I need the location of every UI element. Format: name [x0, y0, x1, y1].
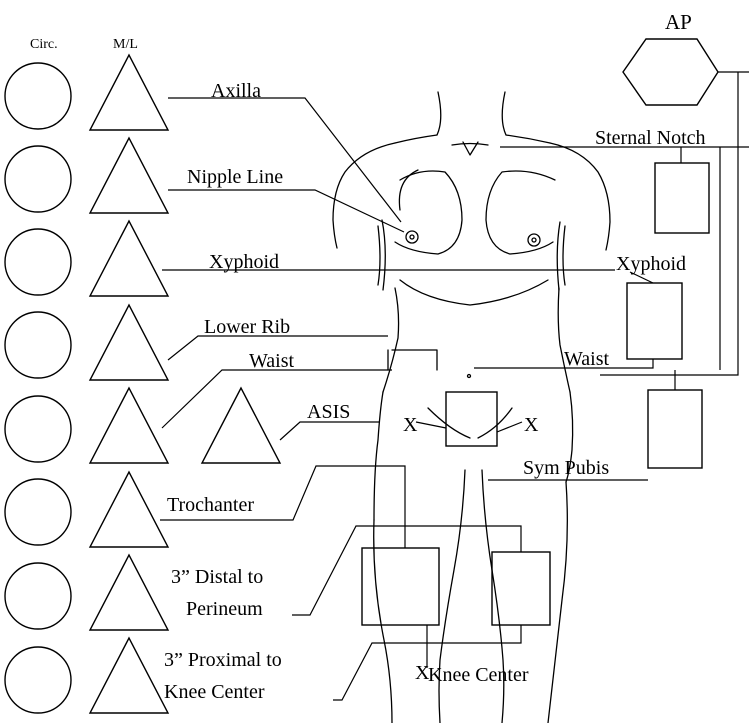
label-distal-line2: Perineum: [186, 598, 263, 620]
circ-header: Circ.: [30, 37, 58, 52]
trapezius-left: [395, 135, 437, 143]
ml-triangle-axilla: [90, 55, 168, 130]
ml-triangle-nipple-line: [90, 138, 168, 213]
leader-distal-perineum: [292, 526, 521, 615]
ap-hexagon: [623, 39, 718, 105]
nipple-right: [528, 234, 540, 246]
ml-triangle-xyphoid: [90, 221, 168, 296]
circ-circle-waist: [5, 396, 71, 462]
arm-inner-left: [382, 220, 385, 290]
ml-triangle-trochanter: [90, 472, 168, 547]
arm-inner-right: [557, 222, 560, 290]
circ-circles: [5, 63, 71, 713]
ap-box-chest: [655, 163, 709, 233]
ap-header: AP: [665, 10, 692, 34]
torso-right: [558, 288, 570, 392]
label-proximal-line2: Knee Center: [164, 681, 265, 703]
label-distal-line1: 3” Distal to: [171, 566, 263, 588]
neck-left: [437, 92, 441, 135]
leader-ap-right: [600, 72, 738, 375]
ml-triangle-waist: [90, 388, 168, 463]
leader-asis-box-left: [416, 422, 446, 428]
label-nipple-line: Nipple Line: [187, 166, 283, 188]
rib-line: [400, 280, 548, 305]
body-outline: [333, 92, 610, 723]
x-marker-asis-left: X: [403, 414, 418, 436]
leader-nipple-line: [168, 190, 404, 232]
label-knee-center: Knee Center: [428, 664, 529, 686]
groin-right: [478, 408, 512, 438]
ml-triangle-distal-perineum: [90, 555, 168, 630]
circ-circle-nipple-line: [5, 146, 71, 212]
circ-circle-trochanter: [5, 479, 71, 545]
groin-left: [428, 408, 470, 438]
pec-right: [486, 171, 555, 254]
leader-waist: [162, 370, 392, 428]
label-waist-right: Waist: [564, 348, 609, 370]
ap-box-xyphoid: [627, 283, 682, 359]
trapezius-right: [506, 135, 550, 143]
ap-box-distal-perineum: [362, 548, 439, 625]
label-lower-rib: Lower Rib: [204, 316, 290, 338]
x-marker-asis-right: X: [524, 414, 539, 436]
circ-circle-xyphoid: [5, 229, 71, 295]
label-waist: Waist: [249, 350, 294, 372]
nipple-right-center: [532, 238, 536, 242]
label-sternal-notch: Sternal Notch: [595, 127, 706, 149]
pec-left-edge: [399, 170, 418, 210]
nipple-left: [406, 231, 418, 243]
label-sym-pubis: Sym Pubis: [523, 457, 609, 479]
label-axilla: Axilla: [211, 80, 261, 102]
circ-circle-proximal-knee: [5, 647, 71, 713]
label-trochanter: Trochanter: [167, 494, 254, 516]
nipple-left-center: [410, 235, 414, 239]
ap-box-proximal-knee: [492, 552, 550, 625]
ml-triangle-lower-rib: [90, 305, 168, 380]
clavicle-center: [452, 144, 488, 146]
arm-inner-left-2: [378, 226, 380, 285]
shoulder-left: [333, 143, 395, 248]
leg-left-outer: [374, 520, 392, 723]
leader-asis: [280, 422, 380, 440]
ap-box-asis: [446, 392, 497, 446]
circ-circle-lower-rib: [5, 312, 71, 378]
ml-triangle-asis: [202, 388, 280, 463]
arm-inner-right-2: [563, 226, 565, 285]
circ-circle-axilla: [5, 63, 71, 129]
ml-triangle-proximal-knee: [90, 638, 168, 713]
ml-header: M/L: [113, 37, 138, 52]
label-xyphoid-right: Xyphoid: [616, 253, 686, 275]
ap-box-waist: [648, 390, 702, 468]
waist-band-top: [392, 350, 437, 370]
neck-right: [502, 92, 506, 135]
leg-right-outer: [548, 482, 567, 723]
torso-left: [383, 288, 399, 392]
navel: [468, 375, 471, 378]
hip-left: [374, 392, 383, 520]
pec-left: [395, 171, 462, 254]
leader-asis-box-right: [497, 422, 522, 432]
label-proximal-line1: 3” Proximal to: [164, 649, 282, 671]
circ-circle-distal-perineum: [5, 563, 71, 629]
leader-axilla: [168, 98, 401, 222]
label-asis: ASIS: [307, 401, 350, 423]
